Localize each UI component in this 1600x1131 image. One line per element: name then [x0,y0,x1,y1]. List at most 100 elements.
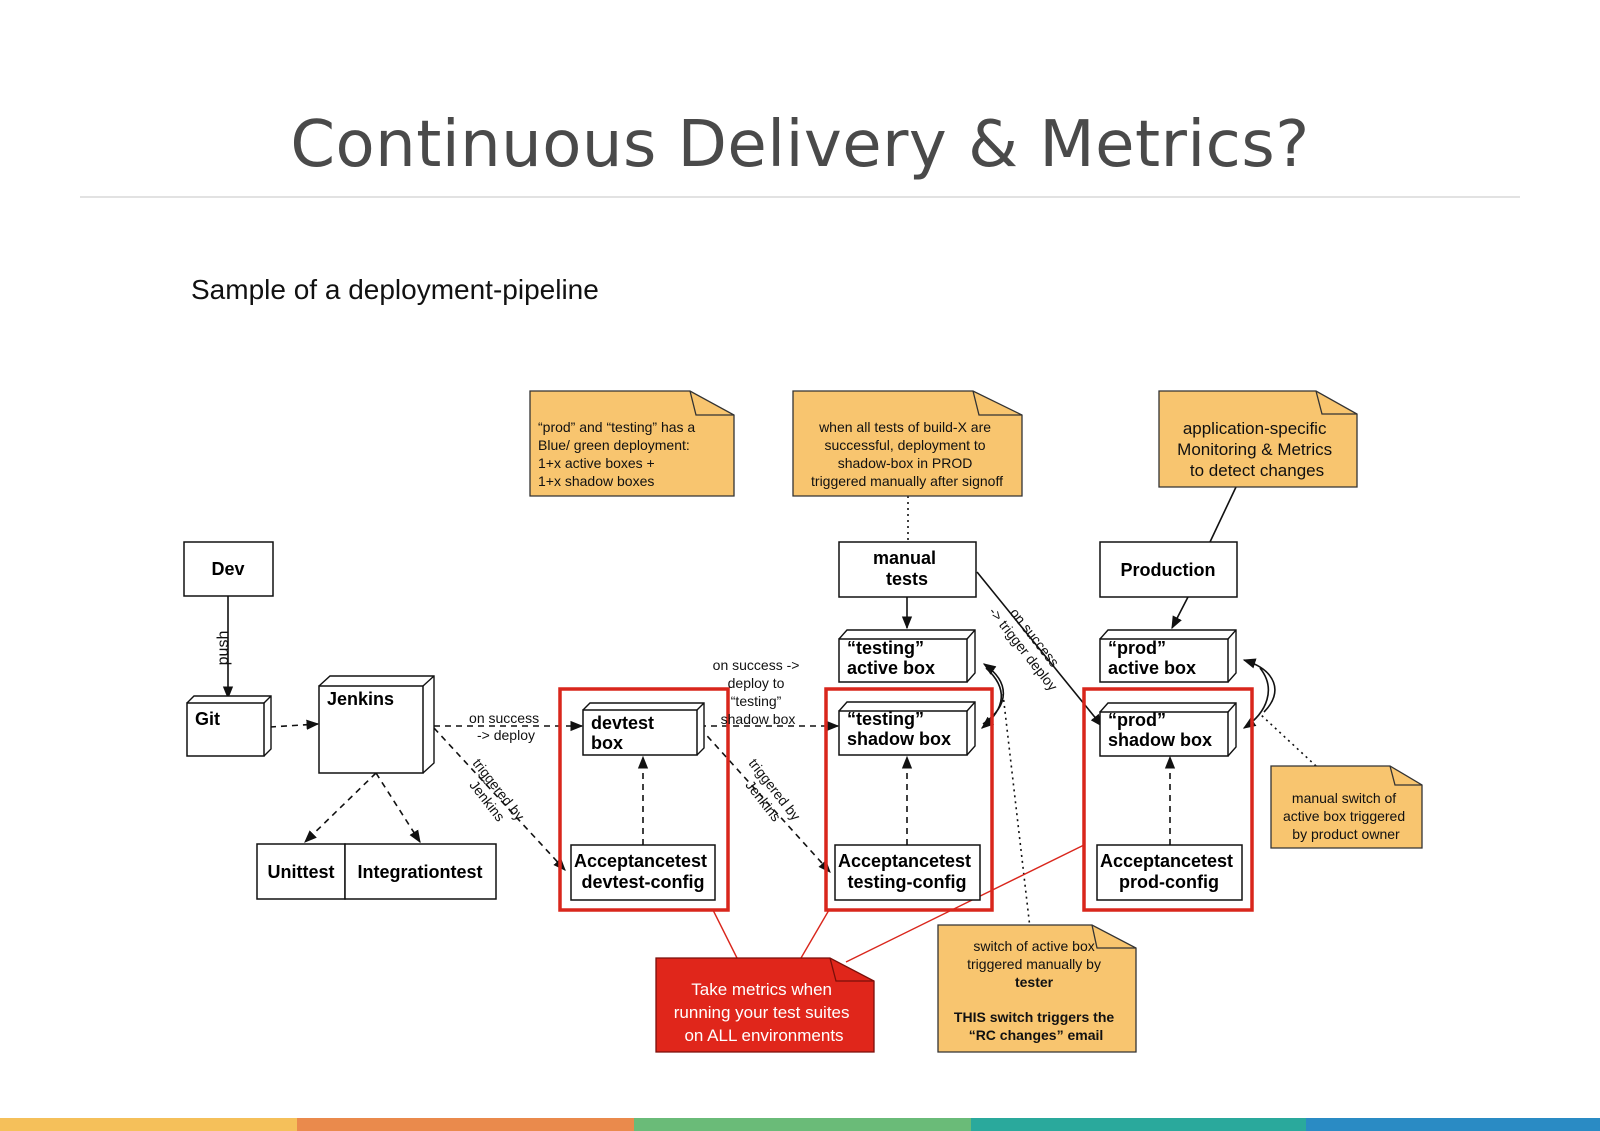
node-acceptance-testing-line: Acceptancetest [838,851,971,871]
svg-text:“testing” active box: “testing” active box [847,638,935,678]
metrics-highlights [558,687,1254,912]
node-dev-label: Dev [211,559,244,579]
highlight-prod [1082,687,1254,912]
slide-subtitle: Sample of a deployment-pipeline [191,274,599,305]
note-monitoring-line: application-specific [1183,419,1327,438]
edge-testing-switch-down [981,667,1003,729]
svg-text:manual tests: manual tests [873,548,941,589]
note-manual-switch-line: by product owner [1292,826,1400,842]
svg-text:“prod” active box: “prod” active box [1108,638,1196,678]
edge-jenkins-unittest [304,772,377,843]
footer-bar-segment [0,1118,297,1131]
slide-title: Continuous Delivery & Metrics? [290,108,1310,182]
note-monitoring-line: Monitoring & Metrics [1177,440,1332,459]
title-divider [80,196,1520,198]
node-acceptance-prod: Acceptancetest prod-config [1096,844,1243,901]
footer-bar-segment [1306,1118,1600,1131]
node-integrationtest-label: Integrationtest [357,862,482,882]
node-acceptance-testing: Acceptancetest testing-config [834,844,981,901]
note-take-metrics-line: on ALL environments [684,1026,843,1045]
note-take-metrics-line: Take metrics when [691,980,832,999]
node-manual-tests: manual tests [838,541,977,598]
footer-bar-segment [971,1118,1306,1131]
node-production: Production [1099,541,1238,598]
highlight-devtest [558,687,730,912]
svg-text:devtest box: devtest box [591,713,659,753]
svg-text:“testing” shadow box: “testing” shadow box [847,709,951,749]
node-acceptance-devtest-line: Acceptancetest [574,851,707,871]
node-git: Git [186,695,272,757]
note-monitoring-line: to detect changes [1190,461,1324,480]
node-production-label: Production [1121,560,1216,580]
note-take-metrics: Take metrics when running your test suit… [655,957,875,1053]
node-unittest: Unittest [256,843,346,900]
edge-label-on-success-deploy: on success -> deploy [469,710,543,743]
node-devtest-box-line: box [591,733,623,753]
note-manual-switch: manual switch of active box triggered by… [1270,765,1423,849]
node-acceptance-devtest-line: devtest-config [581,872,704,892]
node-manual-tests-line: manual [873,548,936,568]
note-tester-switch: switch of active box triggered manually … [937,924,1137,1053]
note-signoff: when all tests of build-X are successful… [792,390,1023,497]
edge-label-line: on success -> [713,657,800,673]
svg-text:switch of active box tri: switch of active box triggered manually … [954,938,1118,1043]
note-signoff-line: when all tests of build-X are [818,419,991,435]
note-blue-green-line: “prod” and “testing” has a [538,419,695,435]
note-blue-green: “prod” and “testing” has a Blue/ green d… [529,390,735,497]
node-integrationtest: Integrationtest [344,843,497,900]
node-acceptance-prod-line: prod-config [1119,872,1219,892]
note-signoff-line: successful, deployment to [825,437,986,453]
node-testing-shadow: “testing” shadow box [838,701,976,756]
note-manual-switch-line: active box triggered [1283,808,1405,824]
svg-text:Acceptancetest testing-c: Acceptancetest testing-config [838,851,976,892]
edge-label-triggered-jenkins-2: triggered by Jenkins [733,755,806,836]
note-monitoring: application-specific Monitoring & Metric… [1158,390,1358,488]
node-dev: Dev [183,541,274,597]
node-prod-active-line: active box [1108,658,1196,678]
node-prod-shadow-line: shadow box [1108,730,1212,750]
edge-prod-switch-up [1242,658,1276,713]
svg-text:Acceptancetest devtest-c: Acceptancetest devtest-config [574,851,712,892]
edge-note-monitoring [1209,486,1237,543]
node-git-label: Git [195,709,220,729]
edge-label-line: -> deploy [477,727,535,743]
node-acceptance-prod-line: Acceptancetest [1100,851,1233,871]
note-signoff-line: shadow-box in PROD [838,455,973,471]
metrics-connectors [712,844,1085,963]
node-prod-active: “prod” active box [1099,629,1237,683]
note-take-metrics-line: running your test suites [674,1003,850,1022]
node-acceptance-testing-line: testing-config [848,872,967,892]
edge-jenkins-integrationtest [375,772,421,844]
svg-text:when all tests of build-X are: when all tests of build-X are successful… [811,419,1003,489]
footer-bar-segment [634,1118,971,1131]
node-testing-active: “testing” active box [838,629,976,683]
edge-label-push: push [215,631,232,666]
node-acceptance-devtest: Acceptancetest devtest-config [570,844,716,901]
highlight-testing [824,687,994,912]
note-blue-green-line: 1+x shadow boxes [538,473,654,489]
note-tester-switch-line: switch of active box [973,938,1094,954]
node-devtest-box: devtest box [582,702,705,756]
node-testing-active-line: “testing” [847,638,924,658]
node-prod-shadow: “prod” shadow box [1099,702,1237,757]
footer-bar-segment [297,1118,634,1131]
edge-label-triggered-jenkins-1: triggered by Jenkins [457,755,530,836]
note-tester-switch-line: tester [1015,974,1054,990]
svg-text:manual switch of active: manual switch of active box triggered by… [1283,790,1409,842]
node-jenkins-label: Jenkins [327,689,394,709]
node-unittest-label: Unittest [268,862,335,882]
note-tester-switch-line: “RC changes” email [969,1027,1104,1043]
node-testing-shadow-line: “testing” [847,709,924,729]
edge-note-tester-switch [1002,693,1031,929]
svg-text:application-specific Mon: application-specific Monitoring & Metric… [1177,419,1337,480]
edge-prod-switch-down [1242,667,1270,729]
edge-label-line: on success [469,710,539,726]
edge-production-prod-active [1171,596,1189,630]
node-manual-tests-line: tests [886,569,928,589]
metrics-line-testing [800,909,830,959]
node-devtest-box-line: devtest [591,713,654,733]
edge-label-line: “testing” [731,693,782,709]
note-tester-switch-line: THIS switch triggers the [954,1009,1114,1025]
note-signoff-line: triggered manually after signoff [811,473,1003,489]
